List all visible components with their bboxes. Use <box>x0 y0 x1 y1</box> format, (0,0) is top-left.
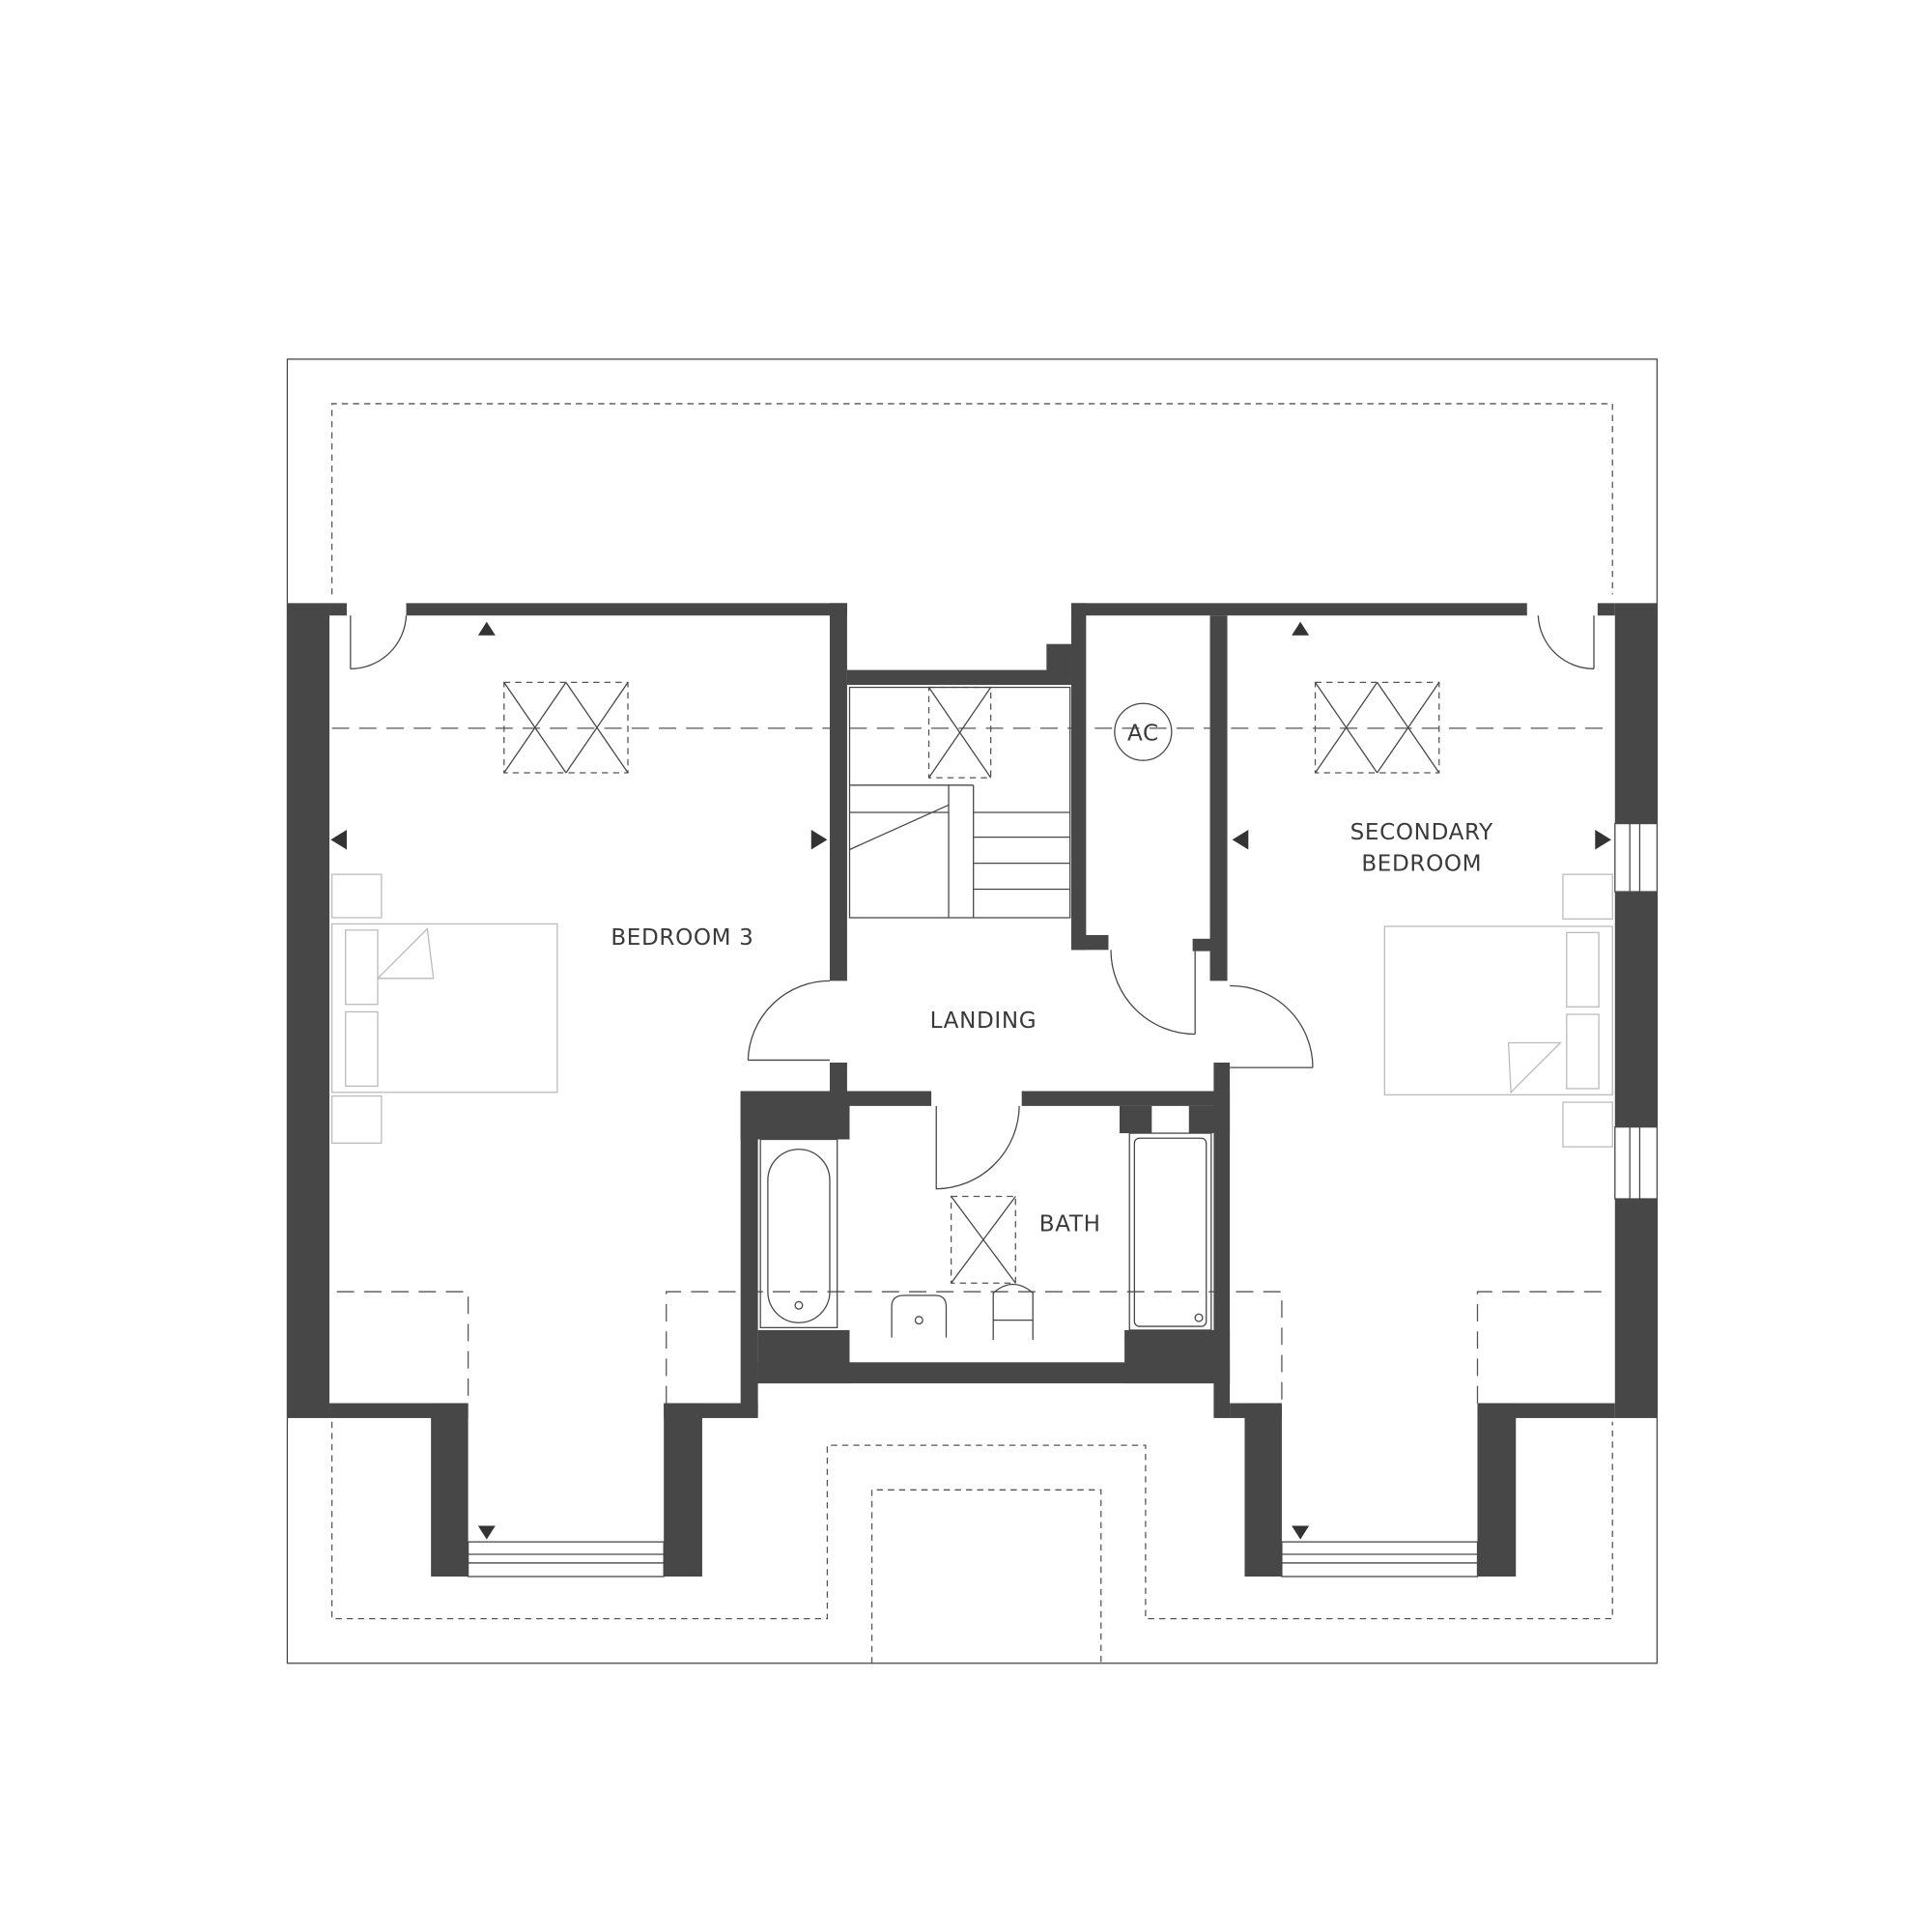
walls <box>287 603 1658 1577</box>
ac-label: AC <box>1127 722 1159 747</box>
room-label-bath: BATH <box>1039 1211 1101 1236</box>
windows <box>467 822 1659 1577</box>
skylights <box>503 681 1440 1284</box>
section-arrows <box>330 621 1611 1540</box>
room-label-bedroom-3: BEDROOM 3 <box>611 925 753 951</box>
beds <box>330 873 1613 1148</box>
eaves-dashed-top <box>330 403 1613 595</box>
doors <box>350 615 1595 1190</box>
staircase <box>848 686 1071 919</box>
ac-unit-icon <box>1114 702 1173 761</box>
porch-dashed <box>870 1489 1102 1663</box>
room-label-secondary-line1: SECONDARY <box>1350 820 1494 845</box>
headroom-line-br <box>1476 1291 1610 1404</box>
eaves-dashed-bottom-left <box>330 1421 1613 1620</box>
headroom-line-bl <box>336 1291 469 1404</box>
room-label-secondary-line2: BEDROOM <box>1361 851 1482 876</box>
headroom-line-bm <box>666 1291 1283 1404</box>
room-label-landing: LANDING <box>930 1009 1037 1034</box>
bathroom-fixtures <box>759 1132 1212 1341</box>
